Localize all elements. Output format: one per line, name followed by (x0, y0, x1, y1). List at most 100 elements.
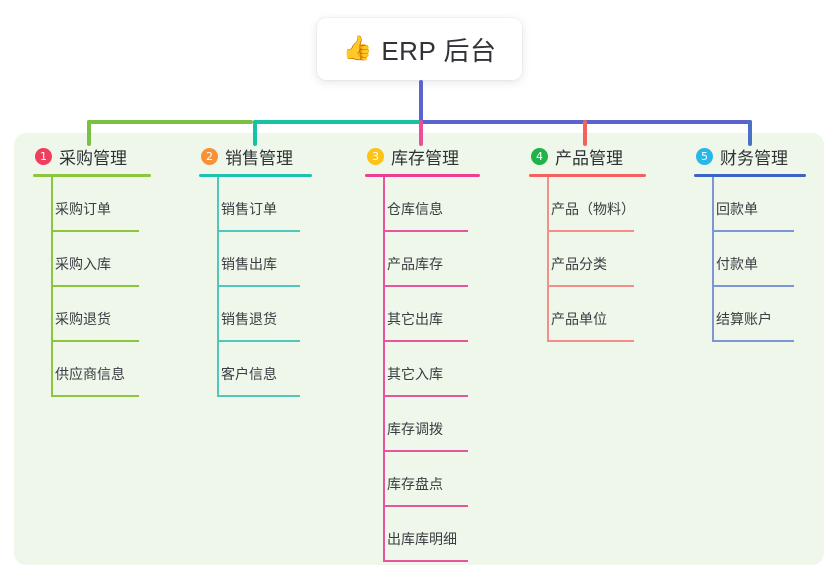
leaf-node[interactable]: 付款单 (694, 232, 806, 287)
column-items: 仓库信息产品库存其它出库其它入库库存调拨库存盘点出库库明细 (365, 177, 480, 562)
connector-bus-segment-1 (87, 120, 253, 124)
leaf-node-underline (547, 340, 634, 342)
column-1: 1 采购管理采购订单采购入库采购退货供应商信息 (33, 142, 151, 397)
root-node-erp-backend[interactable]: 👍 ERP 后台 (317, 18, 522, 80)
leaf-node-label: 仓库信息 (387, 201, 443, 217)
leaf-node[interactable]: 产品库存 (365, 232, 480, 287)
leaf-node[interactable]: 库存调拨 (365, 397, 480, 452)
connector-root-stem (419, 80, 423, 122)
leaf-node-label: 客户信息 (221, 366, 277, 382)
column-title: 销售管理 (225, 148, 293, 168)
leaf-node-label: 回款单 (716, 201, 758, 217)
leaf-node-underline (383, 285, 468, 287)
leaf-node-label: 采购退货 (55, 311, 111, 327)
column-spine (51, 177, 53, 397)
leaf-node-underline (217, 395, 300, 397)
leaf-node[interactable]: 采购入库 (33, 232, 151, 287)
leaf-node-label: 其它入库 (387, 366, 443, 382)
leaf-node[interactable]: 产品单位 (529, 287, 646, 342)
leaf-node-label: 销售订单 (221, 201, 277, 217)
leaf-node-underline (383, 560, 468, 562)
column-badge-number: 3 (367, 147, 384, 165)
leaf-node-underline (383, 450, 468, 452)
leaf-node-label: 产品单位 (551, 311, 607, 327)
column-underline (33, 174, 151, 177)
column-header-3[interactable]: 3 库存管理 (365, 142, 480, 170)
leaf-node-underline (712, 230, 794, 232)
leaf-node-label: 出库库明细 (387, 531, 457, 547)
leaf-node-label: 结算账户 (716, 311, 772, 327)
leaf-node-label: 付款单 (716, 256, 758, 272)
column-header-1[interactable]: 1 采购管理 (33, 142, 151, 170)
column-underline (529, 174, 646, 177)
leaf-node[interactable]: 采购订单 (33, 177, 151, 232)
leaf-node[interactable]: 销售订单 (199, 177, 312, 232)
connector-drop-2 (253, 120, 257, 146)
leaf-node-underline (547, 285, 634, 287)
column-badge-number: 2 (201, 147, 218, 165)
column-underline (365, 174, 480, 177)
leaf-node-label: 采购入库 (55, 256, 111, 272)
column-spine (217, 177, 219, 397)
leaf-node-label: 销售出库 (221, 256, 277, 272)
column-title: 库存管理 (391, 148, 459, 168)
leaf-node[interactable]: 结算账户 (694, 287, 806, 342)
column-spine (383, 177, 385, 562)
leaf-node[interactable]: 回款单 (694, 177, 806, 232)
column-spine (712, 177, 714, 342)
column-items: 回款单付款单结算账户 (694, 177, 806, 342)
leaf-node[interactable]: 出库库明细 (365, 507, 480, 562)
leaf-node[interactable]: 仓库信息 (365, 177, 480, 232)
leaf-node-label: 库存调拨 (387, 421, 443, 437)
column-title: 采购管理 (59, 148, 127, 168)
column-underline (694, 174, 806, 177)
leaf-node-underline (383, 230, 468, 232)
leaf-node[interactable]: 库存盘点 (365, 452, 480, 507)
leaf-node[interactable]: 其它出库 (365, 287, 480, 342)
thumbs-up-icon: 👍 (342, 35, 373, 62)
leaf-node[interactable]: 其它入库 (365, 342, 480, 397)
leaf-node[interactable]: 采购退货 (33, 287, 151, 342)
column-items: 产品（物料） 产品分类产品单位 (529, 177, 646, 342)
leaf-node-underline (383, 395, 468, 397)
column-spine (547, 177, 549, 342)
column-badge-number: 5 (696, 147, 713, 165)
leaf-node-label: 产品（物料） (551, 201, 635, 217)
leaf-node[interactable]: 产品分类 (529, 232, 646, 287)
column-badge-number: 1 (35, 147, 52, 165)
leaf-node[interactable]: 客户信息 (199, 342, 312, 397)
leaf-node-underline (547, 230, 634, 232)
leaf-node-underline (217, 230, 300, 232)
leaf-node-underline (383, 505, 468, 507)
leaf-node-label: 供应商信息 (55, 366, 125, 382)
root-node-title: ERP 后台 (381, 35, 497, 66)
column-3: 3 库存管理仓库信息产品库存其它出库其它入库库存调拨库存盘点出库库明细 (365, 142, 480, 562)
leaf-node-underline (712, 285, 794, 287)
column-2: 2 销售管理销售订单销售出库销售退货客户信息 (199, 142, 312, 397)
leaf-node-underline (217, 340, 300, 342)
leaf-node-underline (383, 340, 468, 342)
leaf-node[interactable]: 销售出库 (199, 232, 312, 287)
connector-bus-segment-2 (253, 120, 421, 124)
diagram-panel (14, 133, 824, 565)
leaf-node-label: 产品库存 (387, 256, 443, 272)
column-title: 产品管理 (555, 148, 623, 168)
leaf-node[interactable]: 供应商信息 (33, 342, 151, 397)
leaf-node-underline (712, 340, 794, 342)
column-underline (199, 174, 312, 177)
leaf-node-underline (51, 395, 139, 397)
leaf-node-label: 库存盘点 (387, 476, 443, 492)
leaf-node-underline (217, 285, 300, 287)
leaf-node-label: 其它出库 (387, 311, 443, 327)
leaf-node[interactable]: 销售退货 (199, 287, 312, 342)
leaf-node-label: 采购订单 (55, 201, 111, 217)
column-header-2[interactable]: 2 销售管理 (199, 142, 312, 170)
leaf-node-label: 销售退货 (221, 311, 277, 327)
leaf-node[interactable]: 产品（物料） (529, 177, 646, 232)
leaf-node-underline (51, 340, 139, 342)
